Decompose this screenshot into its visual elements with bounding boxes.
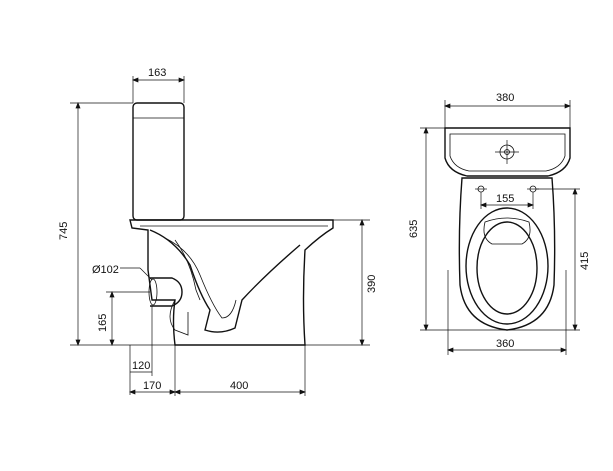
top-view: 380 155 635 415 360 [408, 92, 591, 355]
dim-top-width: 380 [496, 92, 514, 104]
bowl-body [129, 219, 334, 346]
dim-total-height: 745 [58, 222, 70, 240]
seat-ring [465, 207, 549, 325]
outlet-pipe [150, 277, 183, 307]
dimension-arrows [75, 77, 578, 395]
seat-hinge [483, 217, 531, 245]
dim-outlet-offset: 170 [143, 380, 161, 392]
dim-outlet-diameter: Ø102 [92, 264, 119, 276]
dim-base-length: 400 [230, 380, 248, 392]
siphon-inner-2 [174, 239, 201, 301]
dim-outlet-height: 165 [97, 314, 109, 332]
dim-outlet-depth: 120 [132, 360, 150, 372]
side-view: 163 745 Ø102 390 165 120 170 400 [58, 67, 378, 396]
foot-detail [169, 299, 189, 336]
dim-bowl-length: 415 [579, 252, 591, 270]
dim-seat-height: 390 [366, 275, 378, 293]
dim-total-length: 635 [408, 220, 420, 238]
bowl-opening [476, 221, 538, 315]
siphon-trap [149, 229, 301, 333]
outlet-opening [148, 278, 158, 306]
dim-tank-width: 163 [148, 67, 166, 79]
tank-top [444, 127, 571, 177]
siphon-inner [164, 237, 237, 319]
dim-fixing-spacing: 155 [496, 193, 514, 205]
dim-bowl-width: 360 [496, 338, 514, 350]
cistern-tank [132, 102, 185, 221]
